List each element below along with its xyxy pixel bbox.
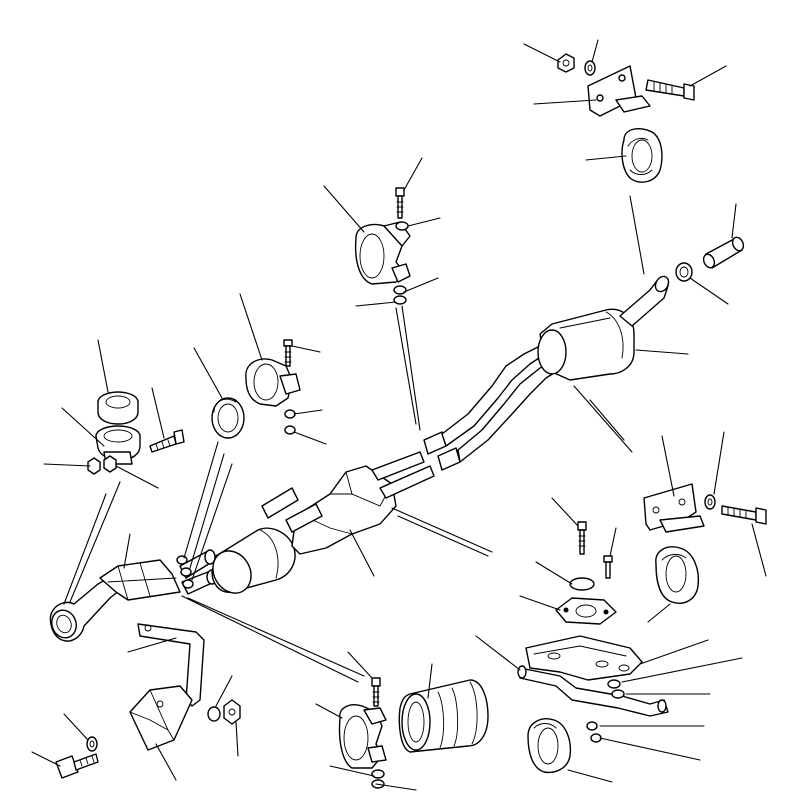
top-nut <box>557 53 575 73</box>
hanger-plate <box>643 483 705 533</box>
center-mount-disc <box>569 577 595 591</box>
bracket-bolt <box>55 753 99 779</box>
top-bolt <box>645 79 695 101</box>
crossmember-washers <box>607 679 625 699</box>
manifold-flange-pipe <box>49 559 181 642</box>
rubber-hanger-right <box>655 546 700 604</box>
sealing-ring <box>211 397 245 439</box>
tailpipe <box>619 275 670 327</box>
clamp-nuts <box>284 409 296 435</box>
front-clamp <box>95 425 141 465</box>
front-gasket-ring <box>97 391 139 425</box>
downpipe-support-bracket <box>137 623 205 707</box>
intermediate-pipe <box>371 345 563 499</box>
center-mount-small-bolt <box>603 555 613 579</box>
connecting-sleeve <box>398 679 489 753</box>
flange-nuts <box>87 455 117 475</box>
rear-hanger-bracket <box>587 65 651 117</box>
hanger-washer <box>704 494 716 510</box>
upper-clamp-washer <box>395 221 409 231</box>
upper-clamp-bolt <box>395 187 405 219</box>
bracket-washer <box>86 736 98 752</box>
rubber-hanger-lower <box>527 718 572 774</box>
clamp-bolt <box>283 339 293 367</box>
bracket-nut <box>207 699 241 725</box>
hanger-bolt <box>721 505 767 525</box>
lower-clamp-bolt <box>371 677 381 707</box>
center-mount-bolt <box>577 521 587 555</box>
top-washer <box>584 60 596 76</box>
tailpipe-ring <box>675 262 693 282</box>
rubber-hanger-center <box>555 597 617 625</box>
exhaust-pipe-assembly <box>49 275 670 642</box>
leader-lines <box>31 39 767 791</box>
rear-muffler <box>537 308 635 381</box>
lower-mount-bracket <box>129 685 193 751</box>
lower-hanger-nuts <box>586 721 602 743</box>
crossmember-hanger <box>517 635 669 717</box>
front-clamp-bolt <box>149 429 185 453</box>
rubber-hanger-rear <box>621 128 663 183</box>
lower-clamp <box>338 704 387 769</box>
front-resonator <box>211 527 296 594</box>
upper-clamp-nuts <box>393 285 407 305</box>
catalytic-converter <box>261 465 397 555</box>
pipe-clamp <box>245 358 301 407</box>
tailpipe-tip <box>702 236 745 269</box>
